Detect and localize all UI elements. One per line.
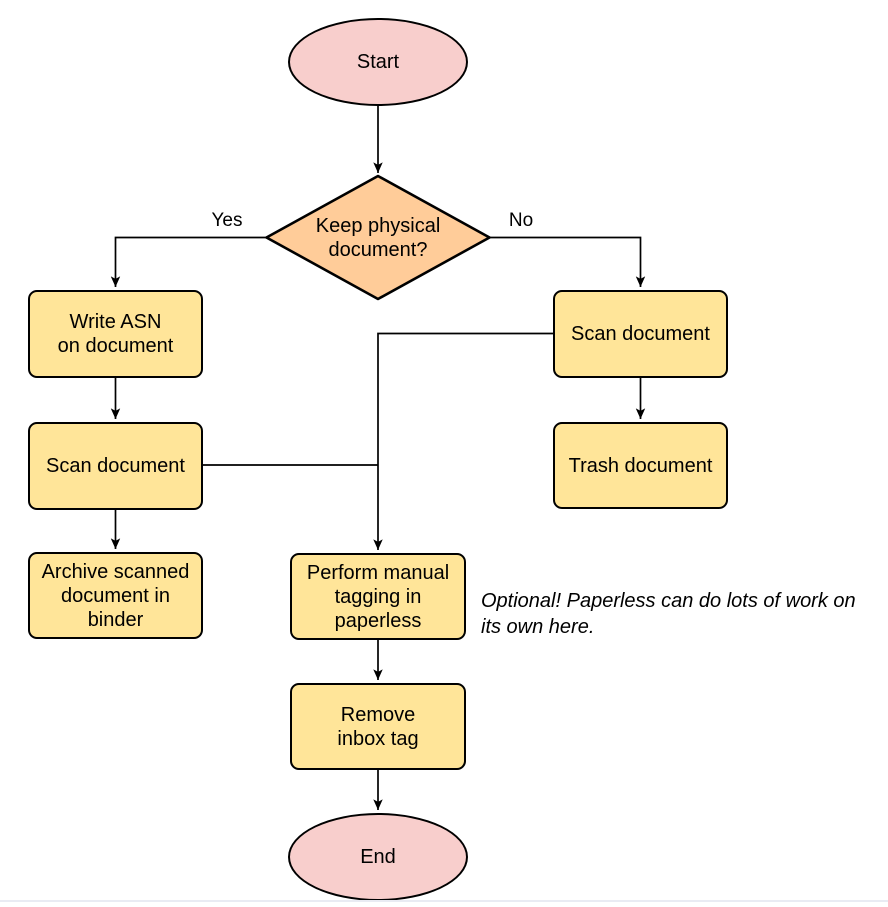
edge-scan-right-to-tagging bbox=[373, 332, 553, 550]
node-start: Start bbox=[288, 18, 468, 106]
node-scan-document-right: Scan document bbox=[553, 290, 728, 378]
node-end-label: End bbox=[360, 846, 396, 868]
node-remove-inbox-tag: Remove inbox tag bbox=[290, 683, 466, 770]
node-write-asn: Write ASN on document bbox=[28, 290, 203, 378]
node-scan-document-left: Scan document bbox=[28, 422, 203, 510]
bottom-divider bbox=[0, 900, 888, 902]
node-scan-document-left-label: Scan document bbox=[46, 455, 185, 477]
node-trash-document: Trash document bbox=[553, 422, 728, 509]
annotation-note: Optional! Paperless can do lots of work … bbox=[481, 590, 856, 638]
node-write-asn-label: Write ASN on document bbox=[57, 311, 174, 357]
decision-diamond bbox=[265, 174, 491, 301]
node-manual-tagging: Perform manual tagging in paperless bbox=[290, 553, 466, 640]
edge-decision-no-to-scan-right bbox=[489, 236, 646, 287]
node-archive-binder-label: Archive scanned document in binder bbox=[41, 560, 190, 631]
node-remove-inbox-tag-label: Remove inbox tag bbox=[337, 703, 419, 750]
node-end: End bbox=[288, 813, 468, 901]
node-archive-binder: Archive scanned document in binder bbox=[28, 552, 203, 639]
node-scan-document-right-label: Scan document bbox=[571, 323, 710, 345]
node-trash-document-label: Trash document bbox=[568, 454, 713, 477]
edge-label-yes: Yes bbox=[211, 210, 243, 231]
edge-label-no: No bbox=[508, 210, 534, 231]
node-decision-label: Keep physical document? bbox=[315, 214, 441, 261]
node-start-label: Start bbox=[356, 51, 400, 73]
edge-decision-yes-to-write-asn bbox=[110, 236, 267, 287]
node-manual-tagging-label: Perform manual tagging in paperless bbox=[306, 561, 450, 632]
